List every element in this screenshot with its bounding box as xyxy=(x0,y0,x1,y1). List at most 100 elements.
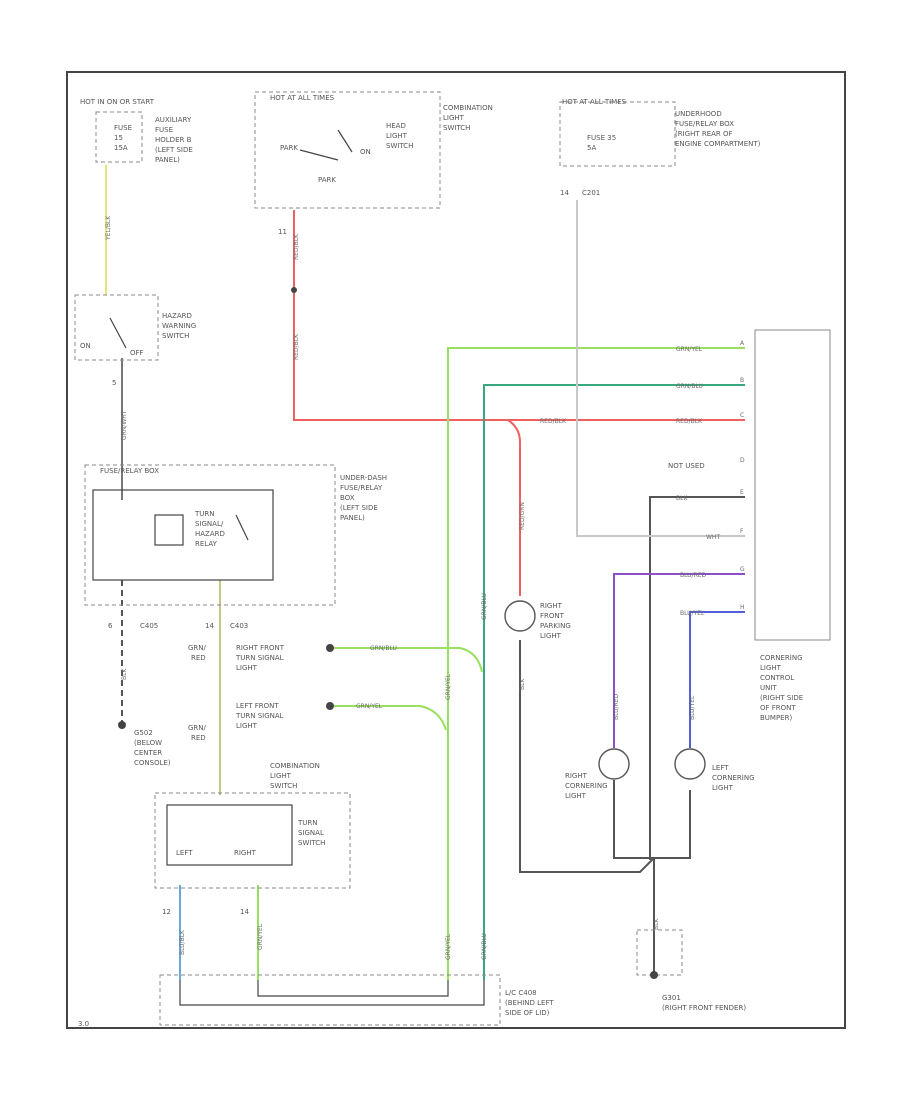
label-comb-top-3: SWITCH xyxy=(443,124,470,132)
label-underhood-2: FUSE/RELAY BOX xyxy=(675,120,734,128)
label-rf-park-3: PARKING xyxy=(540,622,571,630)
label-r-corner-1: RIGHT xyxy=(565,772,588,780)
wire-label-red-blk-upper: RED/BLK xyxy=(293,233,300,260)
label-aux-fuse-amp: 15 xyxy=(114,134,123,142)
label-aux-holder-2: FUSE xyxy=(155,126,173,134)
label-underdash-3: BOX xyxy=(340,494,355,502)
label-l-corner-1: LEFT xyxy=(712,764,729,772)
ctrl-pin-g: G xyxy=(740,566,745,573)
wire-blk-corner xyxy=(613,780,691,859)
label-turn-left: LEFT xyxy=(176,849,193,857)
label-ctrl-6: OF FRONT xyxy=(760,704,796,712)
label-c405: C405 xyxy=(140,622,158,630)
label-aux-fuse-unit: 15A xyxy=(114,144,128,152)
label-turn-relay-1: TURN xyxy=(194,510,215,518)
head-switch-contact xyxy=(299,149,339,161)
label-comb-bottom-2: LIGHT xyxy=(270,772,292,780)
terminal-lf-turn xyxy=(326,702,334,710)
control-unit-box xyxy=(754,329,831,641)
label-pin-5: 5 xyxy=(112,379,116,387)
label-pin-11: 11 xyxy=(278,228,287,236)
wire-label-red-blk-lower: RED/BLK xyxy=(293,333,300,360)
label-g301-1: G301 xyxy=(662,994,681,1002)
comb-switch-bottom-box xyxy=(154,792,351,889)
label-head-1: HEAD xyxy=(386,122,406,130)
label-g502-2: (BELOW xyxy=(134,739,162,747)
wire-label-blk: BLK xyxy=(676,495,688,502)
label-rf-turn-2: TURN SIGNAL xyxy=(235,654,284,662)
label-aux-fuse: FUSE xyxy=(114,124,132,132)
label-footer: 3.0 xyxy=(78,1020,89,1028)
label-g502-1: G502 xyxy=(134,729,153,737)
wire-label-grn-blu-low: GRN/BLU xyxy=(481,933,488,960)
label-comb-bottom-1: COMBINATION xyxy=(270,762,320,770)
wire-label-grn-wht-relay: GRN/WHT xyxy=(121,410,128,440)
label-pin-14c: 14 xyxy=(240,908,249,916)
wire-blk-return xyxy=(519,640,655,873)
label-rf-park-4: LIGHT xyxy=(540,632,562,640)
ctrl-pin-d: D xyxy=(740,457,745,464)
label-turn-sw-2: SIGNAL xyxy=(298,829,324,837)
wire-label-blk-park: BLK xyxy=(519,678,526,690)
wire-blu-red xyxy=(613,573,745,748)
label-pin-14a: 14 xyxy=(560,189,569,197)
label-grn-red-1b: RED xyxy=(191,654,206,662)
underdash-box xyxy=(84,464,336,606)
ctrl-pin-e: E xyxy=(740,489,744,496)
label-comb-top-1: COMBINATION xyxy=(443,104,493,112)
label-grn-red-1: GRN/ xyxy=(188,644,207,652)
wire-red-to-parking xyxy=(507,419,521,596)
wire-label-wht: WHT xyxy=(706,534,720,541)
wire-label-blk-g502: BLK xyxy=(121,668,128,680)
label-ctrl-2: LIGHT xyxy=(760,664,782,672)
wire-grn-yel xyxy=(447,347,745,980)
label-head-park: PARK xyxy=(280,144,298,152)
wire-label-yel-blk: YEL/BLK xyxy=(105,215,112,241)
relay-coil xyxy=(154,514,184,546)
label-ctrl-4: UNIT xyxy=(760,684,777,692)
wire-label-red-blk-mid: RED/BLK xyxy=(540,418,567,425)
label-c403: C403 xyxy=(230,622,248,630)
label-hazard-3: SWITCH xyxy=(162,332,189,340)
label-underdash-1: UNDER-DASH xyxy=(340,474,387,482)
label-rf-turn-3: LIGHT xyxy=(236,664,258,672)
wire-label-blu-blk: BLU/BLK xyxy=(179,929,186,955)
label-grn-red-2b: RED xyxy=(191,734,206,742)
label-hazard-2: WARNING xyxy=(162,322,196,330)
wire-label-red-grn: RED/GRN xyxy=(519,502,526,530)
ctrl-pin-c: C xyxy=(740,412,744,419)
terminal-g301 xyxy=(650,971,658,979)
label-c201: C201 xyxy=(582,189,600,197)
wire-label-blu-yel: BLU/YEL xyxy=(680,610,705,617)
label-hazard-off: OFF xyxy=(130,349,144,357)
label-pin-6: 6 xyxy=(108,622,113,630)
hazard-switch-box xyxy=(74,294,159,361)
label-grn-red-2: GRN/ xyxy=(188,724,207,732)
label-rf-park-1: RIGHT xyxy=(540,602,563,610)
label-comb-top-2: LIGHT xyxy=(443,114,465,122)
label-ctrl-7: BUMPER) xyxy=(760,714,792,722)
wire-bottom-loop xyxy=(179,980,485,1006)
label-g301-2: (RIGHT FRONT FENDER) xyxy=(662,1004,746,1012)
terminal-rf-turn xyxy=(326,644,334,652)
label-aux-holder-4: (LEFT SIDE xyxy=(155,146,193,154)
label-pin-12: 12 xyxy=(162,908,171,916)
label-underhood-4: ENGINE COMPARTMENT) xyxy=(675,140,761,148)
label-turn-relay-3: HAZARD xyxy=(195,530,225,538)
wire-label-blu-red-vert: BLU/RED xyxy=(613,693,620,720)
label-g502-3: CENTER xyxy=(134,749,162,757)
label-aux-holder-1: AUXILIARY xyxy=(155,116,192,124)
head-light-switch-box xyxy=(254,91,441,209)
rf-parking-light-bulb xyxy=(504,600,536,632)
fuse35-box xyxy=(559,101,676,167)
label-turn-right: RIGHT xyxy=(234,849,257,857)
l-cornering-light-bulb xyxy=(674,748,706,780)
label-l-corner-3: LIGHT xyxy=(712,784,734,792)
label-turn-sw-1: TURN xyxy=(297,819,318,827)
label-fuse35: FUSE 35 xyxy=(587,134,616,142)
label-hot-left: HOT AT ALL TIMES xyxy=(270,94,335,102)
wire-label-blu-yel-vert: BLU/YEL xyxy=(689,695,696,720)
label-ctrl-1: CORNERING xyxy=(760,654,803,662)
wire-red-blk xyxy=(293,210,745,421)
